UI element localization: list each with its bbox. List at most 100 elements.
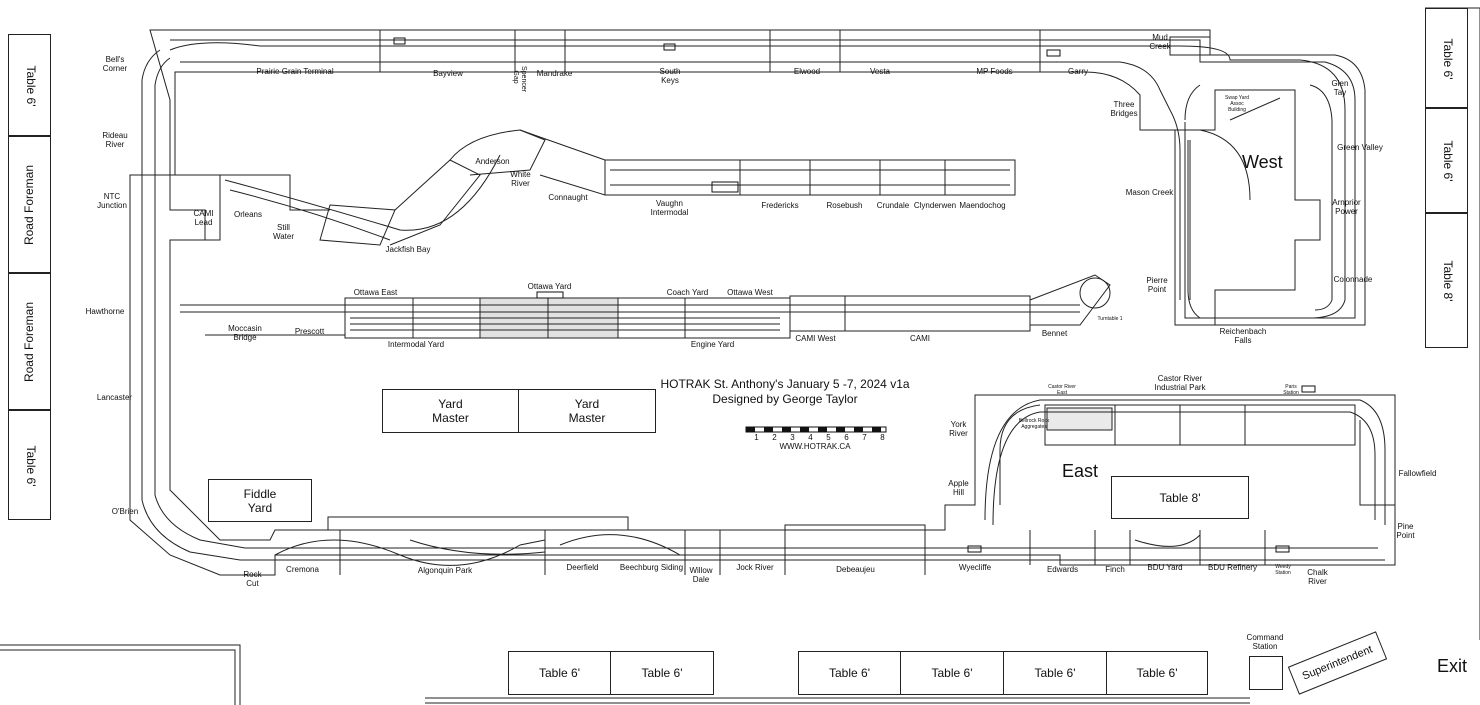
table-east-8ft: Table 8'	[1111, 476, 1249, 519]
station-label: Maendochog	[959, 201, 1006, 210]
station-building-icon	[393, 37, 406, 45]
station-label: Garry	[1068, 67, 1088, 76]
station-label: Algonquin Park	[417, 566, 473, 575]
scale-tick: 7	[862, 433, 867, 442]
station-label: Turntable 1	[1097, 316, 1123, 322]
station-label: Lancaster	[96, 393, 133, 402]
west-peninsula	[1175, 89, 1321, 325]
scale-tick: 8	[880, 433, 885, 442]
table-right-mid: Table 6'	[1425, 108, 1468, 213]
table-right-bottom: Table 8'	[1425, 213, 1468, 348]
layout-title: HOTRAK St. Anthony's January 5 -7, 2024 …	[660, 377, 910, 407]
station-label: Fallowfield	[1398, 469, 1437, 478]
station-label: Finch	[1105, 565, 1125, 574]
station-building-icon	[1301, 385, 1316, 393]
station-label: Debeaujeu	[836, 565, 875, 574]
scale-tick: 5	[826, 433, 831, 442]
station-label: Willow Dale	[689, 566, 713, 584]
station-label: Fredericks	[761, 201, 799, 210]
station-label: Vaughn Intermodal	[650, 199, 689, 217]
table-fiddle-yard: Fiddle Yard	[208, 479, 312, 522]
station-label: NTC Junction	[97, 192, 127, 210]
website-label: WWW.HOTRAK.CA	[779, 442, 851, 451]
station-label: CAMI	[910, 334, 930, 343]
table-right-top: Table 6'	[1425, 8, 1468, 108]
station-label: Spencer Gap	[512, 66, 527, 93]
table-left-bottom: Table 6'	[8, 410, 51, 520]
station-label: Jackfish Bay	[385, 245, 431, 254]
title-line-1: HOTRAK St. Anthony's January 5 -7, 2024 …	[660, 377, 910, 391]
scale-tick: 2	[772, 433, 777, 442]
table-yard-master-1: Yard Master	[382, 389, 519, 433]
station-label: Edwards	[1046, 565, 1079, 574]
table-bottom-5: Table 6'	[1003, 651, 1107, 695]
station-label: Castor River Industrial Park	[1154, 374, 1206, 392]
station-building-icon	[967, 545, 982, 553]
station-label: BDU Yard	[1147, 563, 1183, 572]
station-label: Beechburg Siding	[619, 563, 684, 572]
station-label: Moccasin Bridge	[228, 324, 262, 342]
station-label: Three Bridges	[1110, 100, 1138, 118]
east-loop	[984, 399, 1386, 525]
station-label: Pine Point	[1396, 522, 1415, 540]
station-label: Ottawa West	[727, 288, 773, 297]
station-label: Swap Yard Assoc Building	[1225, 95, 1249, 113]
table-bottom-1: Table 6'	[508, 651, 611, 695]
station-label: White River	[510, 170, 531, 188]
station-label: Paris Station	[1283, 384, 1299, 396]
table-bottom-4: Table 6'	[900, 651, 1004, 695]
station-label: Glen Tay	[1331, 79, 1349, 97]
mainline-inner	[154, 57, 1378, 549]
station-label: Connaught	[548, 193, 588, 202]
station-label: Castor River East	[1048, 384, 1076, 396]
command-station-box	[1249, 656, 1283, 690]
station-label: Crundale	[876, 201, 910, 210]
station-label: Elwood	[793, 67, 821, 76]
station-label: Mason Creek	[1125, 188, 1174, 197]
title-line-2: Designed by George Taylor	[712, 392, 858, 406]
station-label: Wyecliffe	[958, 563, 992, 572]
scale-tick: 4	[808, 433, 813, 442]
station-label: Arnprior Power	[1332, 198, 1361, 216]
table-bottom-2: Table 6'	[610, 651, 714, 695]
station-label: Prairie Grain Terminal	[256, 67, 334, 76]
station-label: Reichenbach Falls	[1219, 327, 1267, 345]
scale-tick: 3	[790, 433, 795, 442]
station-label: Prescott	[294, 327, 325, 336]
station-label: CAMI West	[795, 334, 836, 343]
mainline-outer	[141, 49, 1385, 561]
table-road-foreman-1: Road Foreman	[8, 136, 51, 273]
benchwork-outer	[129, 29, 1396, 576]
station-label: Clynderwen	[913, 201, 957, 210]
station-label: Bellrock Rock Aggregates	[1018, 418, 1050, 430]
station-label: Apple Hill	[948, 479, 969, 497]
station-label: Vesta	[869, 67, 890, 76]
table-left-top: Table 6'	[8, 34, 51, 136]
scale-tick: 6	[844, 433, 849, 442]
station-label: York River	[949, 420, 968, 438]
station-label: Ottawa Yard	[527, 282, 572, 291]
station-building-icon	[663, 43, 676, 51]
station-label: Pierre Point	[1146, 276, 1168, 294]
station-label: Rosebush	[826, 201, 863, 210]
station-label: Colonnade	[1333, 275, 1373, 284]
station-label: Rideau River	[102, 131, 128, 149]
station-label: Hawthorne	[85, 307, 125, 316]
region-east-label: East	[1062, 461, 1099, 481]
station-label: Engine Yard	[690, 340, 735, 349]
station-label: Bell's Corner	[102, 55, 128, 73]
station-label: Mandrake	[536, 69, 573, 78]
station-label: CAMI Lead	[193, 209, 214, 227]
table-yard-master-2: Yard Master	[518, 389, 656, 433]
station-label: Jock River	[736, 563, 774, 572]
table-road-foreman-2: Road Foreman	[8, 273, 51, 410]
castor-river-shelf	[1044, 404, 1356, 446]
station-label: Deerfield	[566, 563, 599, 572]
station-label: Bennet	[1041, 329, 1068, 338]
cami-module	[789, 295, 1031, 332]
exit-label: Exit	[1437, 656, 1468, 676]
intermodal-building-icon	[711, 181, 739, 193]
station-label: Green Valley	[1337, 143, 1383, 152]
